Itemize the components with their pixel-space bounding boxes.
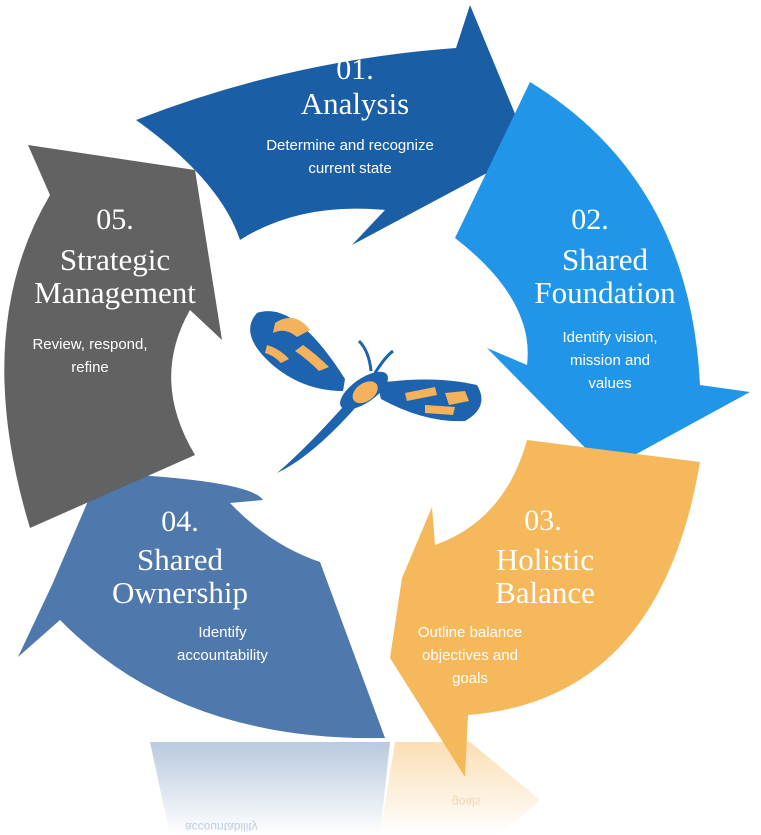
desc-line: values [588,375,632,392]
step-title-foundation: Shared Foundation [520,243,690,309]
desc-line: mission and [569,352,651,369]
holistic-reflection [380,742,540,835]
title-line: Shared [136,542,224,577]
step-number-strategic: 05. [96,203,134,236]
butterfly-icon [250,311,482,473]
title-line: Ownership [111,575,249,610]
desc-line: goals [452,670,488,687]
ownership-reflection [150,742,390,835]
reflection-accountability: accountability [185,820,258,834]
title-line: Management [34,275,196,310]
desc-line: current state [308,160,392,177]
step-number-analysis: 01. [336,53,374,86]
arrow-foundation [455,82,750,470]
title-line: Foundation [534,275,676,310]
step-number-foundation: 02. [571,203,609,236]
desc-line: refine [71,359,109,376]
step-number-holistic: 03. [524,504,562,537]
desc-line: objectives and [422,647,518,664]
step-number-ownership: 04. [161,505,199,538]
step-title-holistic: Holistic Balance [470,543,620,609]
step-desc-analysis: Determine and recognize current state [245,134,455,180]
desc-line: Outline balance [417,624,523,641]
desc-line: Determine and recognize [266,137,434,154]
title-line: Shared [561,242,649,277]
title-line: Balance [495,575,595,610]
desc-line: Identify [198,624,247,641]
desc-line: Identify vision, [562,329,658,346]
desc-line: accountability [177,647,268,664]
desc-line: Review, respond, [32,336,148,353]
arrow-ownership [18,473,385,739]
title-line: Strategic [59,242,171,277]
reflection-goals: goals [452,795,481,809]
title-line: Analysis [300,86,410,121]
arrow-holistic [390,440,700,777]
step-title-strategic: Strategic Management [15,243,215,309]
step-title-analysis: Analysis [290,88,420,119]
title-line: Holistic [495,542,595,577]
step-desc-holistic: Outline balance objectives and goals [400,621,540,690]
step-desc-foundation: Identify vision, mission and values [550,326,670,395]
step-title-ownership: Shared Ownership [95,543,265,609]
step-desc-strategic: Review, respond, refine [15,333,165,379]
arrow-analysis [136,5,530,245]
step-desc-ownership: Identify accountability [165,621,280,667]
arrow-strategic [4,145,223,528]
